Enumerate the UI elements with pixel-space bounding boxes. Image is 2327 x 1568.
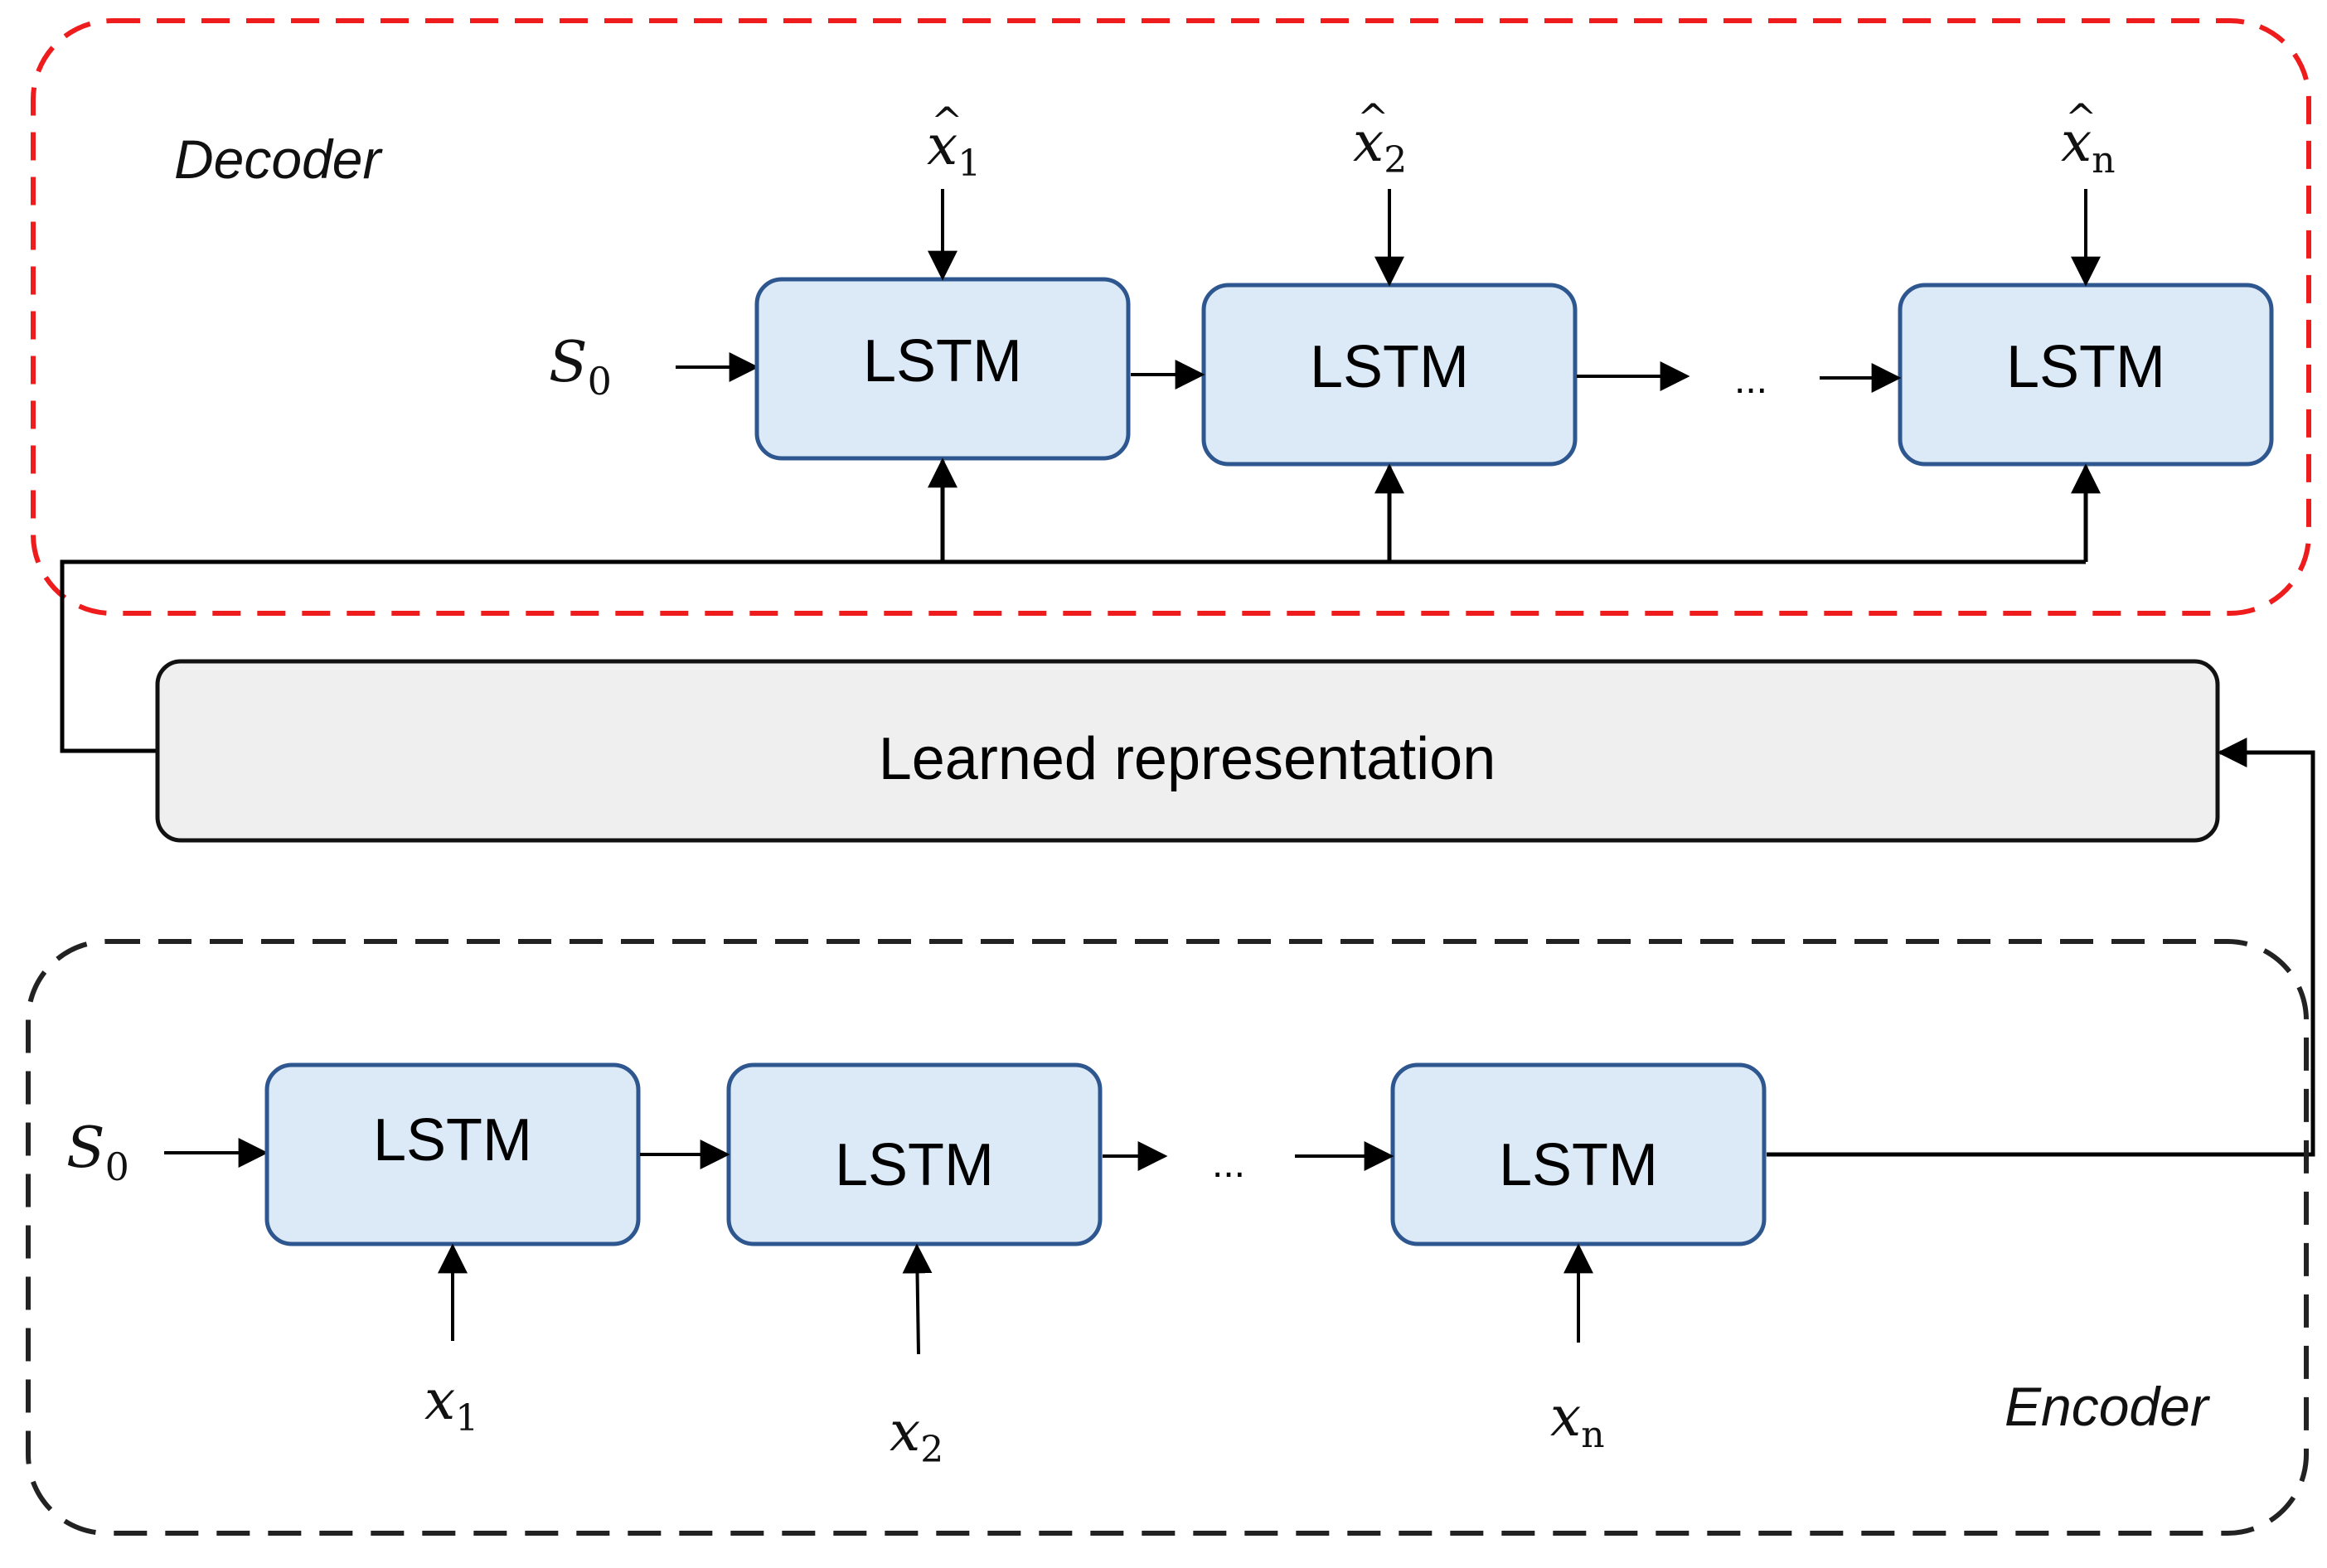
encoder-input-2-arrow — [902, 1243, 933, 1355]
svg-text:xn: xn — [1550, 1385, 1605, 1456]
decoder-initial-state: S0 — [549, 330, 612, 404]
decoder-cell-1-label: LSTM — [863, 328, 1022, 394]
learned-representation-box: Learned representation — [155, 659, 2220, 843]
svg-text:S0: S0 — [549, 330, 612, 404]
svg-text:xn: xn — [2061, 110, 2116, 181]
svg-text:x2: x2 — [890, 1400, 943, 1471]
encoder-region — [26, 939, 2309, 1536]
decoder-region — [31, 18, 2311, 616]
svg-text:^: ^ — [2065, 95, 2097, 140]
decoder-cell-1: LSTM — [754, 277, 1131, 461]
encoder-input-n: xn — [1550, 1385, 1605, 1456]
encoder-title: Encoder — [2005, 1376, 2211, 1437]
encoder-input-1: x1 — [424, 1368, 478, 1440]
encoder-cell-1-label: LSTM — [373, 1107, 532, 1174]
decoder-ellipsis: ... — [1734, 358, 1767, 402]
encoder-cell-3: LSTM — [1390, 1062, 1767, 1246]
svg-text:x1: x1 — [424, 1368, 478, 1440]
svg-text:^: ^ — [1357, 95, 1389, 140]
encoder-initial-state: S0 — [66, 1116, 129, 1189]
decoder-output-2: x2 ^ — [1353, 95, 1407, 181]
svg-text:x2: x2 — [1353, 110, 1407, 181]
decoder-cell-3-label: LSTM — [2006, 334, 2165, 400]
encoder-cell-1: LSTM — [264, 1062, 641, 1246]
svg-text:^: ^ — [931, 99, 963, 143]
decoder-cell-2-label: LSTM — [1310, 334, 1469, 400]
svg-text:x1: x1 — [927, 114, 981, 185]
decoder-cell-3: LSTM — [1898, 283, 2274, 467]
decoder-cell-2: LSTM — [1201, 283, 1578, 467]
decoder-output-n: xn ^ — [2061, 95, 2116, 181]
learned-representation-label: Learned representation — [879, 726, 1496, 792]
svg-text:S0: S0 — [66, 1116, 129, 1189]
decoder-output-1: x1 ^ — [927, 99, 981, 185]
encoder-cell-2: LSTM — [726, 1062, 1103, 1246]
encoder-to-representation-link — [1767, 738, 2315, 1157]
representation-to-decoder-bus — [60, 559, 2086, 753]
encoder-cell-2-label: LSTM — [835, 1132, 994, 1198]
encoder-input-2: x2 — [890, 1400, 943, 1471]
encoder-cell-3-label: LSTM — [1499, 1132, 1658, 1198]
decoder-title: Decoder — [174, 128, 383, 190]
encoder-ellipsis: ... — [1212, 1142, 1245, 1186]
